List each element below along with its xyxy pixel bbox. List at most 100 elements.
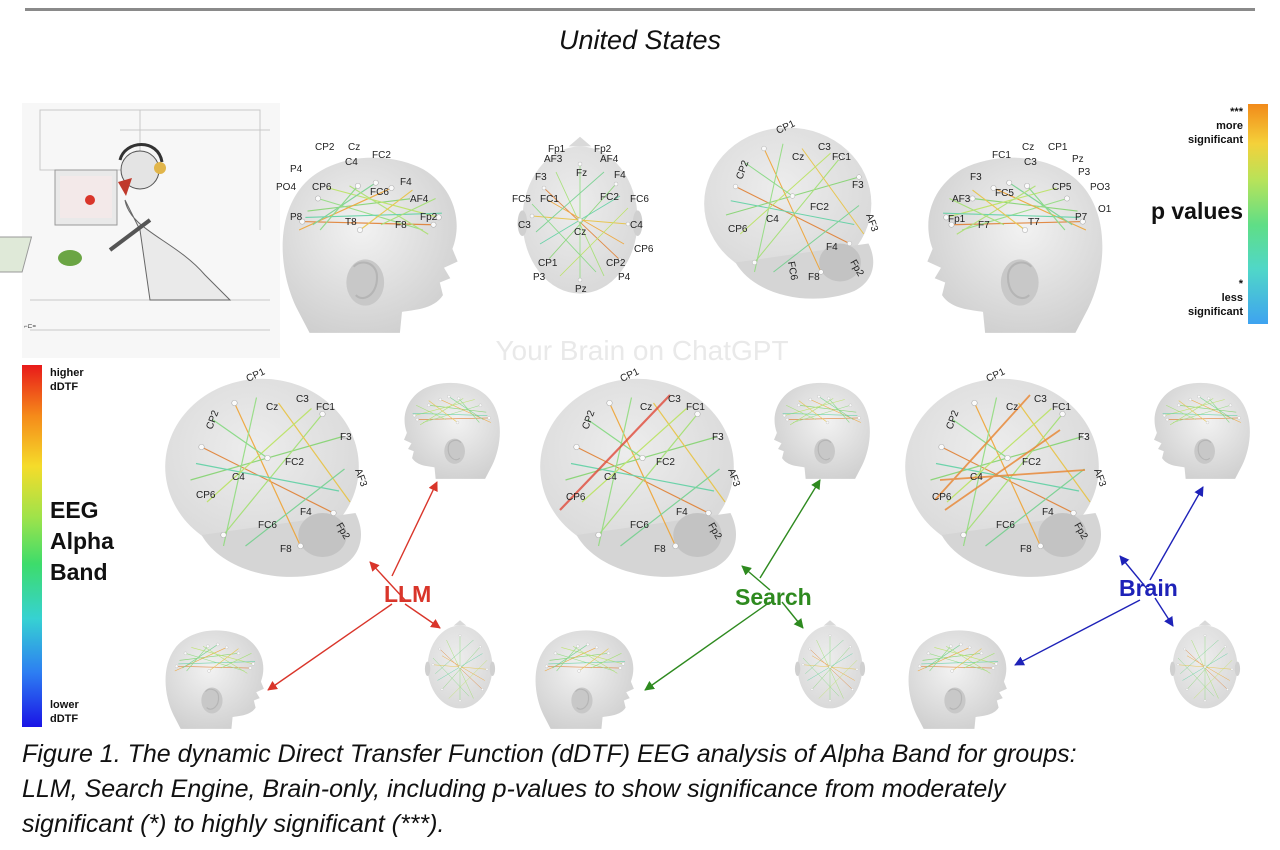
llm-small-top-head <box>424 620 496 709</box>
electrode-fc2: FC2 <box>372 150 391 161</box>
svg-text:⌐⊏=: ⌐⊏= <box>24 324 37 330</box>
electrode-c4: C4 <box>604 472 617 483</box>
pvalue-colorbar <box>1248 104 1268 324</box>
eeg-title-3: Band <box>50 559 108 585</box>
electrode-cp2: CP2 <box>606 258 626 269</box>
electrode-fc6: FC6 <box>258 520 277 531</box>
electrode-f4: F4 <box>676 507 688 518</box>
electrode-cp2: CP2 <box>315 142 335 153</box>
electrode-p3: P3 <box>533 272 546 283</box>
student-illustration: ⌐⊏= <box>0 103 280 358</box>
electrode-f8: F8 <box>654 544 666 555</box>
electrode-fc1: FC1 <box>686 402 705 413</box>
electrode-fc1: FC1 <box>992 150 1011 161</box>
electrode-cz: Cz <box>792 152 804 163</box>
eeg-title-2: Alpha <box>50 528 114 554</box>
eeg-top-label-1: higher <box>50 367 84 379</box>
electrode-cp6: CP6 <box>634 244 654 255</box>
electrode-f8: F8 <box>395 220 407 231</box>
electrode-c3: C3 <box>818 142 831 153</box>
eeg-top-label-2: dDTF <box>50 381 79 393</box>
electrode-f4: F4 <box>826 242 838 253</box>
eeg-legend-title: EEG Alpha Band <box>50 495 114 588</box>
pvalue-top-label-2: significant <box>1187 134 1243 146</box>
electrode-p7: P7 <box>1075 212 1088 223</box>
right-view-electrodes: FC1 Cz CP1 Pz C3 P3 F3 AF3 FC5 CP5 PO3 F… <box>948 142 1112 231</box>
eeg-colorbar <box>22 365 42 727</box>
electrode-fc6: FC6 <box>370 187 389 198</box>
electrode-cz: Cz <box>640 402 652 413</box>
electrode-fp1: Fp1 <box>548 144 566 155</box>
electrode-fc1: FC1 <box>540 194 559 205</box>
electrode-f4: F4 <box>400 177 412 188</box>
pvalue-bottom-label-2: significant <box>1187 306 1243 318</box>
pvalue-top-label-1: more <box>1216 120 1243 132</box>
electrode-cp6: CP6 <box>566 492 586 503</box>
electrode-cp5: CP5 <box>1052 182 1072 193</box>
electrode-t7: T7 <box>1028 217 1040 228</box>
brain-small-top-head <box>1169 620 1241 709</box>
electrode-c4: C4 <box>970 472 983 483</box>
pvalue-bottom-star: * <box>1238 278 1243 290</box>
electrode-af3: AF3 <box>952 194 971 205</box>
caption-line-2: LLM, Search Engine, Brain-only, includin… <box>22 775 1006 803</box>
electrode-cp1: CP1 <box>538 258 558 269</box>
electrode-f4: F4 <box>614 170 626 181</box>
electrode-fc1: FC1 <box>1052 402 1071 413</box>
electrode-af4: AF4 <box>410 194 429 205</box>
electrode-cz: Cz <box>574 227 586 238</box>
electrode-fc2: FC2 <box>656 457 675 468</box>
top-head-right-view: FC1 Cz CP1 Pz C3 P3 F3 AF3 FC5 CP5 PO3 F… <box>926 142 1112 334</box>
caption-line-1: Figure 1. The dynamic Direct Transfer Fu… <box>22 740 1077 768</box>
pvalue-top-stars: *** <box>1230 106 1243 118</box>
watermark-text: Your Brain on ChatGPT <box>495 335 788 366</box>
electrode-fc2: FC2 <box>810 202 829 213</box>
electrode-fp1: Fp1 <box>948 214 966 225</box>
llm-small-right-head <box>403 382 501 480</box>
electrode-cp6: CP6 <box>932 492 952 503</box>
electrode-cp1: CP1 <box>1048 142 1068 153</box>
llm-small-left-head <box>164 629 265 730</box>
eeg-title-1: EEG <box>50 497 99 523</box>
eeg-bottom-label-2: dDTF <box>50 713 79 725</box>
caption-line-3: significant (*) to highly significant (*… <box>22 810 445 838</box>
electrode-af4: AF4 <box>600 154 619 165</box>
electrode-f3: F3 <box>712 432 724 443</box>
electrode-fz: Fz <box>576 168 587 179</box>
electrode-c4: C4 <box>766 214 779 225</box>
search-large-head: CP1 CP2 Cz C3 FC1 F3 FC2 AF3 C4 F4 CP6 F… <box>540 366 742 577</box>
electrode-p4: P4 <box>618 272 631 283</box>
electrode-pz: Pz <box>575 284 587 295</box>
electrode-f8: F8 <box>808 272 820 283</box>
electrode-c3: C3 <box>1034 394 1047 405</box>
electrode-c3: C3 <box>518 220 531 231</box>
electrode-f3: F3 <box>340 432 352 443</box>
electrode-fc1: FC1 <box>316 402 335 413</box>
brain-arrows <box>1014 486 1204 666</box>
electrode-cz: Cz <box>1022 142 1034 153</box>
electrode-c4: C4 <box>232 472 245 483</box>
electrode-p3: P3 <box>1078 167 1091 178</box>
search-arrows <box>644 479 821 691</box>
electrode-f8: F8 <box>280 544 292 555</box>
electrode-fc6: FC6 <box>996 520 1015 531</box>
brain-large-head: CP1 CP2 Cz C3 FC1 F3 FC2 AF3 C4 F4 CP6 F… <box>905 366 1108 577</box>
llm-large-head: CP1 CP2 Cz C3 FC1 F3 FC2 AF3 C4 F4 CP6 F… <box>165 366 369 577</box>
electrode-o1: O1 <box>1098 204 1112 215</box>
electrode-f3: F3 <box>535 172 547 183</box>
eeg-bottom-label-1: lower <box>50 699 79 711</box>
pvalue-legend-top: *** more significant <box>1150 105 1243 147</box>
electrode-fc6: FC6 <box>630 194 649 205</box>
electrode-cp6: CP6 <box>312 182 332 193</box>
pvalue-legend-title: p values <box>1150 198 1243 224</box>
electrode-fc2: FC2 <box>1022 457 1041 468</box>
electrode-cp6: CP6 <box>196 490 216 501</box>
electrode-pz: Pz <box>1072 154 1084 165</box>
eeg-legend-bottom: lower dDTF <box>50 698 79 726</box>
pvalue-legend-bottom: * less significant <box>1150 277 1243 319</box>
brain-small-left-head <box>907 629 1008 730</box>
electrode-c3: C3 <box>668 394 681 405</box>
top-view-electrodes: Fp1 Fp2 AF3 AF4 F3 Fz F4 FC5 FC1 FC2 FC6… <box>512 144 654 295</box>
electrode-fp2: Fp2 <box>594 144 612 155</box>
electrode-f7: F7 <box>978 220 990 231</box>
